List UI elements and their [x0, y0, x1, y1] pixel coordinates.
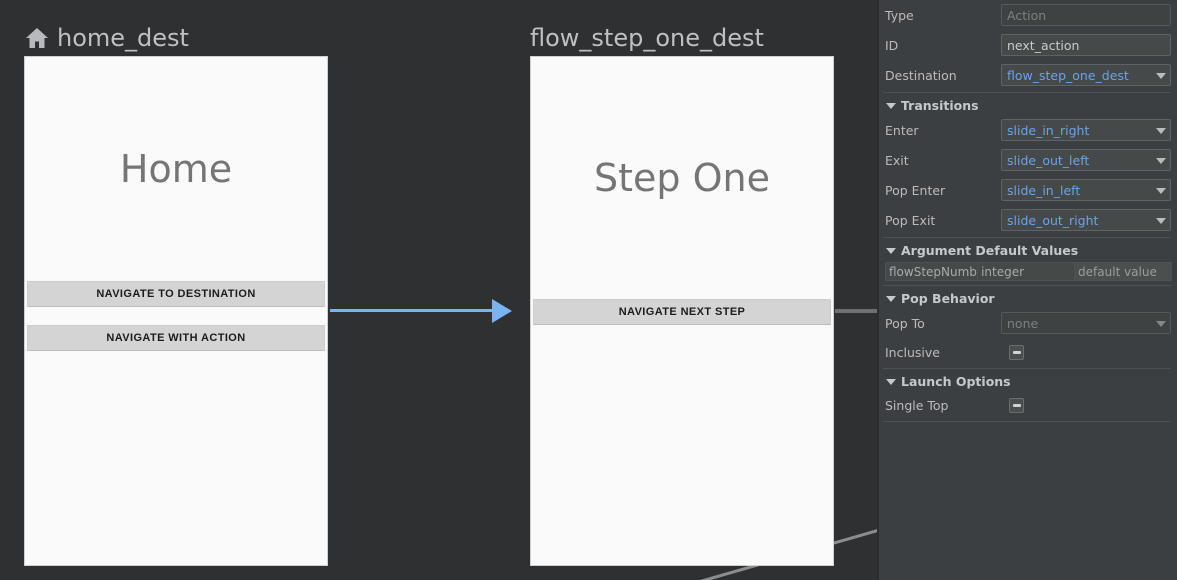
destination-home-dest-label: home_dest: [24, 26, 189, 50]
argument-name-cell[interactable]: flowStepNumbe: [885, 262, 979, 281]
pop-exit-combobox[interactable]: slide_out_right: [1001, 209, 1171, 231]
preview-screen-title: Step One: [594, 156, 770, 201]
section-transitions-header[interactable]: Transitions: [883, 96, 1171, 115]
id-label: ID: [885, 37, 899, 53]
checkbox-indeterminate-icon: [1012, 403, 1021, 407]
type-label: Type: [885, 7, 914, 23]
destination-combobox-value: flow_step_one_dest: [1007, 67, 1129, 83]
section-launch-options-header[interactable]: Launch Options: [883, 372, 1171, 391]
home-icon: [26, 28, 48, 48]
argument-default-value-cell[interactable]: default value: [1074, 262, 1173, 281]
single-top-checkbox[interactable]: [1009, 397, 1024, 413]
row-id: ID next_action: [883, 30, 1171, 60]
preview-button-navigate-to-destination[interactable]: NAVIGATE TO DESTINATION: [27, 281, 325, 308]
exit-value: slide_out_left: [1007, 152, 1090, 168]
triangle-down-icon: [886, 102, 896, 109]
chevron-down-icon: [1156, 218, 1166, 224]
enter-combobox[interactable]: slide_in_right: [1001, 119, 1171, 141]
inclusive-checkbox[interactable]: [1009, 344, 1024, 360]
graph-edge-stub-right[interactable]: [835, 309, 877, 313]
row-pop-enter: Pop Enter slide_in_left: [883, 175, 1171, 205]
destination-flow-step-one-dest[interactable]: flow_step_one_dest Step One NAVIGATE NEX…: [530, 26, 834, 566]
chevron-down-icon: [1156, 128, 1166, 134]
chevron-down-icon: [1156, 321, 1166, 327]
pop-exit-value: slide_out_right: [1007, 212, 1099, 228]
enter-label: Enter: [885, 122, 919, 138]
single-top-label: Single Top: [885, 397, 949, 413]
enter-value: slide_in_right: [1007, 122, 1090, 138]
section-arguments-title: Argument Default Values: [901, 243, 1079, 258]
destination-home-dest-preview[interactable]: Home NAVIGATE TO DESTINATION NAVIGATE WI…: [24, 56, 328, 566]
triangle-down-icon: [886, 247, 896, 254]
section-pop-behavior-header[interactable]: Pop Behavior: [883, 289, 1171, 308]
destination-flow-step-one-dest-label: flow_step_one_dest: [530, 26, 764, 50]
triangle-down-icon: [886, 295, 896, 302]
preview-button-navigate-next-step[interactable]: NAVIGATE NEXT STEP: [533, 299, 831, 326]
row-destination: Destination flow_step_one_dest: [883, 60, 1171, 90]
section-transitions-title: Transitions: [901, 98, 979, 113]
argument-type-cell[interactable]: integer: [977, 262, 1076, 281]
type-field[interactable]: Action: [1001, 4, 1171, 26]
navigation-graph-canvas[interactable]: home_dest Home NAVIGATE TO DESTINATION N…: [0, 0, 877, 580]
section-launch-options-title: Launch Options: [901, 374, 1011, 389]
section-argument-default-values: Argument Default Values flowStepNumbe in…: [883, 237, 1173, 281]
pop-to-value: none: [1007, 315, 1039, 331]
chevron-down-icon: [1156, 188, 1166, 194]
destination-label: Destination: [885, 67, 957, 83]
arguments-table-row[interactable]: flowStepNumbe integer default value: [885, 262, 1173, 281]
section-arguments-header[interactable]: Argument Default Values: [883, 241, 1171, 260]
chevron-down-icon: [1156, 158, 1166, 164]
graph-edge-selected[interactable]: [330, 309, 492, 312]
pop-to-label: Pop To: [885, 315, 925, 331]
section-transitions: Transitions Enter slide_in_right Exit sl…: [883, 92, 1171, 235]
pop-enter-label: Pop Enter: [885, 182, 946, 198]
panel-bottom-separator: [883, 421, 1171, 429]
destination-label-text: home_dest: [57, 24, 189, 52]
row-enter: Enter slide_in_right: [883, 115, 1171, 145]
row-single-top: Single Top: [883, 391, 1171, 419]
chevron-down-icon: [1156, 73, 1166, 79]
preview-screen-title: Home: [119, 147, 233, 192]
row-type: Type Action: [883, 0, 1171, 30]
destination-combobox[interactable]: flow_step_one_dest: [1001, 64, 1171, 86]
exit-label: Exit: [885, 152, 909, 168]
destination-label-text: flow_step_one_dest: [530, 24, 764, 52]
row-pop-exit: Pop Exit slide_out_right: [883, 205, 1171, 235]
attributes-inspector-panel[interactable]: Type Action ID next_action Destination f…: [877, 0, 1177, 580]
pop-exit-label: Pop Exit: [885, 212, 936, 228]
exit-combobox[interactable]: slide_out_left: [1001, 149, 1171, 171]
row-exit: Exit slide_out_left: [883, 145, 1171, 175]
destination-home-dest[interactable]: home_dest Home NAVIGATE TO DESTINATION N…: [24, 26, 328, 566]
section-launch-options: Launch Options Single Top: [883, 368, 1171, 419]
pop-enter-value: slide_in_left: [1007, 182, 1081, 198]
graph-edge-selected-arrowhead: [492, 299, 512, 323]
destination-flow-step-one-dest-preview[interactable]: Step One NAVIGATE NEXT STEP: [530, 56, 834, 566]
id-input[interactable]: next_action: [1001, 34, 1171, 56]
preview-button-navigate-with-action[interactable]: NAVIGATE WITH ACTION: [27, 325, 325, 352]
section-pop-behavior: Pop Behavior Pop To none Inclusive: [883, 285, 1171, 366]
inclusive-label: Inclusive: [885, 344, 940, 360]
row-inclusive: Inclusive: [883, 338, 1171, 366]
pop-enter-combobox[interactable]: slide_in_left: [1001, 179, 1171, 201]
checkbox-indeterminate-icon: [1012, 350, 1021, 354]
pop-to-combobox[interactable]: none: [1001, 312, 1171, 334]
row-pop-to: Pop To none: [883, 308, 1171, 338]
triangle-down-icon: [886, 378, 896, 385]
section-pop-behavior-title: Pop Behavior: [901, 291, 995, 306]
panel-divider[interactable]: [877, 0, 879, 580]
